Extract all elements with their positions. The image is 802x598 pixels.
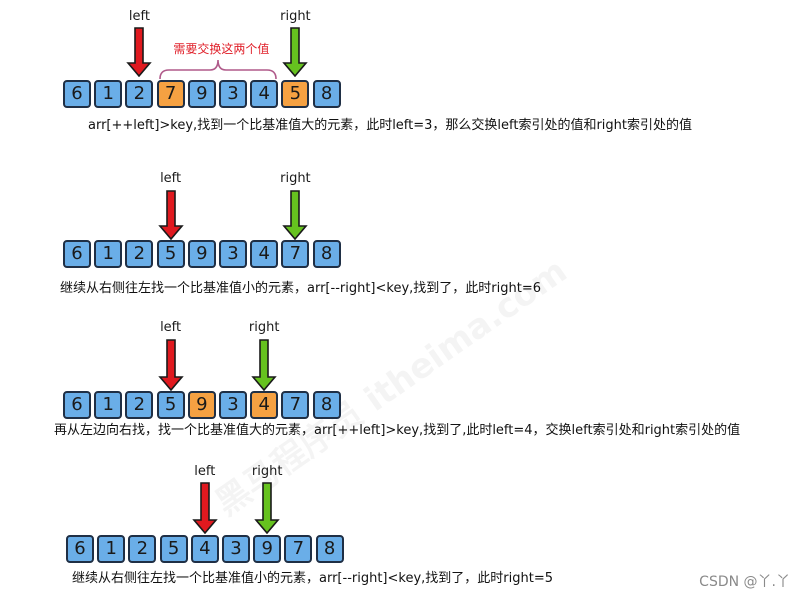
- array-cell: 2: [125, 391, 154, 419]
- array-cell: 7: [281, 240, 310, 268]
- array-cell: 1: [94, 80, 123, 108]
- array-cell: 6: [63, 240, 91, 268]
- array-cell: 2: [128, 535, 157, 563]
- array-cell: 4: [250, 240, 279, 268]
- left-arrow-icon: [126, 27, 153, 77]
- left-pointer-label: left: [194, 464, 216, 479]
- array-cell: 7: [281, 391, 310, 419]
- step-caption: 继续从右侧往左找一个比基准值小的元素，arr[--right]<key,找到了，…: [60, 281, 541, 296]
- swap-brace-label: 需要交换这两个值: [173, 42, 270, 56]
- right-arrow-icon: [254, 482, 280, 534]
- array-cell: 9: [187, 240, 216, 268]
- array-cell: 4: [250, 391, 279, 419]
- array-cell: 6: [63, 391, 91, 419]
- array-cell: 9: [253, 535, 282, 563]
- right-pointer-label: right: [251, 464, 283, 479]
- step-caption: 再从左边向右找，找一个比基准值大的元素，arr[++left]>key,找到了,…: [54, 423, 741, 438]
- right-arrow-icon: [282, 27, 309, 77]
- array-cell: 3: [219, 240, 247, 268]
- array-cell: 8: [312, 391, 341, 419]
- swap-brace: [159, 58, 278, 84]
- array-cell: 1: [97, 535, 126, 563]
- array-cell: 6: [63, 80, 91, 108]
- csdn-watermark: CSDN @丫.丫: [699, 574, 790, 590]
- array-cell: 8: [315, 535, 344, 563]
- array-cell: 5: [281, 80, 310, 108]
- array-cell: 1: [94, 391, 123, 419]
- left-pointer-label: left: [128, 9, 150, 24]
- array-cell: 7: [284, 535, 313, 563]
- right-pointer-label: right: [280, 171, 311, 186]
- array-cell: 5: [156, 240, 185, 268]
- right-arrow-icon: [251, 339, 277, 391]
- array-cell: 8: [312, 240, 341, 268]
- step-caption: arr[++left]>key,找到一个比基准值大的元素，此时left=3，那么…: [88, 118, 693, 133]
- array-cell: 4: [250, 80, 279, 108]
- left-arrow-icon: [157, 339, 184, 391]
- right-arrow-icon: [282, 190, 309, 240]
- array-cell: 4: [190, 535, 219, 563]
- array-cell: 3: [219, 391, 247, 419]
- array-cell: 9: [187, 391, 216, 419]
- array-cell: 9: [187, 80, 216, 108]
- array-cell: 1: [94, 240, 123, 268]
- array-cell: 5: [156, 391, 185, 419]
- array-cell: 2: [125, 240, 154, 268]
- array-cell: 5: [159, 535, 188, 563]
- array-cell: 3: [219, 80, 247, 108]
- left-arrow-icon: [157, 190, 184, 240]
- left-pointer-label: left: [160, 320, 182, 335]
- array-cell: 3: [222, 535, 250, 563]
- array-cell: 7: [156, 80, 185, 108]
- right-pointer-label: right: [280, 9, 311, 24]
- array-cell: 2: [125, 80, 154, 108]
- left-pointer-label: left: [160, 171, 182, 186]
- array-cell: 8: [312, 80, 341, 108]
- array-cell: 6: [66, 535, 94, 563]
- left-arrow-icon: [192, 482, 218, 534]
- step-caption: 继续从右侧往左找一个比基准值小的元素，arr[--right]<key,找到了，…: [72, 571, 553, 586]
- right-pointer-label: right: [248, 320, 280, 335]
